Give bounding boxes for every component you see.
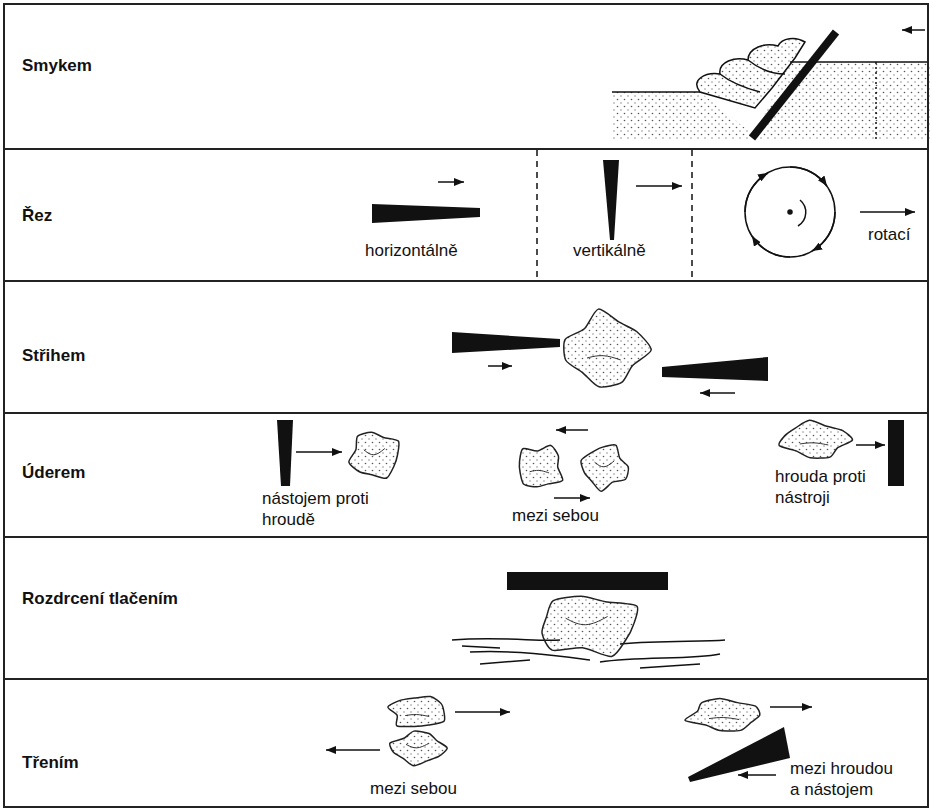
table-row: Rozdrcení tlačením xyxy=(3,536,929,680)
soil-clod xyxy=(349,432,399,478)
impact-illustration xyxy=(277,420,904,498)
row-heading: Střihem xyxy=(22,345,85,366)
row-heading: Rozdrcení tlačením xyxy=(22,588,178,609)
method-label: mezi hroudou a nástojem xyxy=(790,758,902,800)
method-label: mezi sebou xyxy=(370,778,457,799)
crushing-illustration xyxy=(452,572,725,668)
clod-crack xyxy=(405,715,429,717)
soil-clod xyxy=(685,698,760,731)
table-row: Úderem nástojem proti hroudě mezi sebou hro… xyxy=(3,412,929,538)
soil-clod xyxy=(564,309,651,387)
soil-clod xyxy=(519,445,562,486)
table-row: Střihem xyxy=(3,280,929,414)
table-row: Třením mezi sebou mezi hroudou a nástojem xyxy=(3,678,929,808)
clod-crack xyxy=(709,718,739,720)
method-label: mezi sebou xyxy=(512,505,599,526)
soil-clod xyxy=(581,445,628,492)
table-row: Smykem xyxy=(3,3,929,150)
method-label: horizontálně xyxy=(365,240,458,261)
row-heading: Řez xyxy=(22,205,52,226)
soil-clod xyxy=(390,731,447,766)
method-label: vertikálně xyxy=(573,240,646,261)
soil-clod xyxy=(388,696,445,726)
row-heading: Smykem xyxy=(22,55,92,76)
table-row: Řez horizontálně vertikálně rotací xyxy=(3,148,929,282)
clod-crack xyxy=(587,356,621,360)
clod-crack xyxy=(566,617,608,625)
clod-crack xyxy=(364,449,385,455)
clod-crack xyxy=(800,443,829,445)
row-heading: Úderem xyxy=(22,462,85,483)
clod-crack xyxy=(595,461,615,467)
soil-clod xyxy=(542,596,638,656)
plough-illustration xyxy=(612,30,930,140)
row-heading: Třením xyxy=(22,752,79,773)
method-label: hrouda proti nástroji xyxy=(775,466,890,508)
cutting-illustration xyxy=(372,150,915,280)
clod-crack xyxy=(406,744,429,748)
soil-clod xyxy=(779,420,853,458)
clod-crack xyxy=(530,470,550,473)
method-label: rotací xyxy=(868,224,911,245)
method-label: nástojem proti hroudě xyxy=(262,488,372,530)
